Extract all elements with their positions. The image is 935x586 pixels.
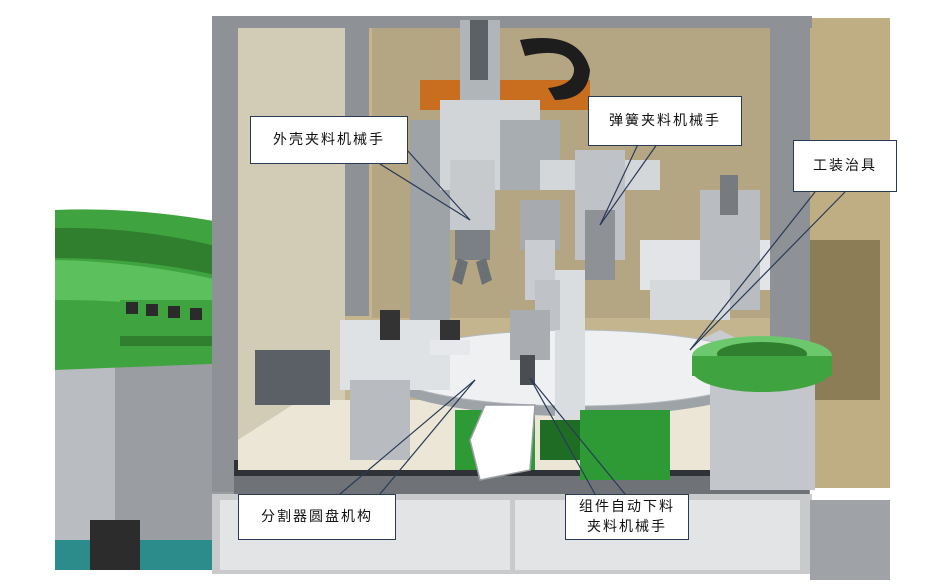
spring-gripper-assembly xyxy=(520,150,660,300)
shell-gripper-assembly xyxy=(410,20,590,320)
cable-carrier xyxy=(520,38,590,100)
right-bowl-feeder xyxy=(692,336,832,490)
label-unload-line1: 组件自动下料 xyxy=(579,499,675,515)
label-shell-gripper: 外壳夹料机械手 xyxy=(250,116,408,164)
unload-gripper-assembly xyxy=(510,270,585,420)
left-transfer-station xyxy=(255,310,470,460)
label-unload-line2: 夹料机械手 xyxy=(587,519,667,535)
callout-leaders xyxy=(339,139,846,495)
label-fixture: 工装治具 xyxy=(793,140,897,192)
discharge-chute xyxy=(469,404,536,481)
label-spring-gripper: 弹簧夹料机械手 xyxy=(588,96,742,146)
label-indexer-disk: 分割器圆盘机构 xyxy=(238,494,396,540)
label-unload-gripper: 组件自动下料 夹料机械手 xyxy=(565,494,689,540)
